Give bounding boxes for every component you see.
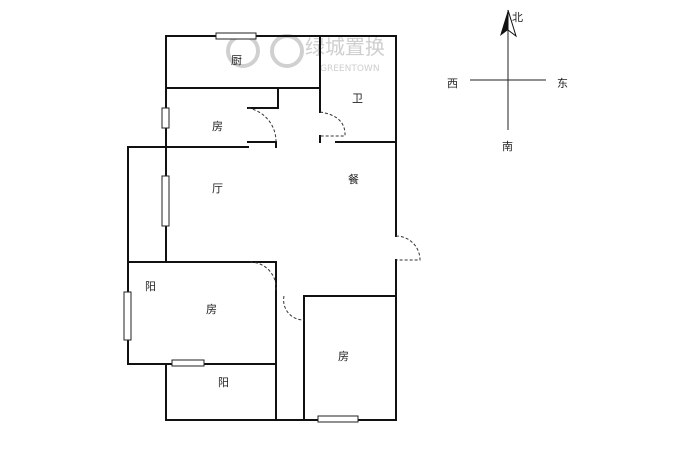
compass-east: 东 bbox=[557, 77, 568, 90]
window-kitchen bbox=[215, 32, 257, 40]
doors bbox=[247, 107, 421, 321]
room-label-bedroom-right: 房 bbox=[338, 350, 349, 363]
wall-bedroom-right-bottom bbox=[247, 141, 277, 148]
room-label-balcony-bottom: 阳 bbox=[218, 376, 229, 389]
door-bedroom-right bbox=[283, 295, 305, 321]
compass-south: 南 bbox=[502, 140, 513, 153]
north-arrow-icon bbox=[500, 10, 508, 36]
compass-north: 北 bbox=[512, 11, 523, 24]
windows bbox=[123, 32, 359, 423]
compass: 北 南 东 西 bbox=[447, 9, 568, 153]
watermark-brand-cn: 绿城置换 bbox=[305, 35, 385, 59]
room-labels: 厨 房 卫 厅 餐 阳 房 阳 房 bbox=[145, 54, 363, 389]
wall-right-bedroom-outer bbox=[275, 295, 397, 421]
door-bedroom-top bbox=[247, 107, 277, 143]
window-living bbox=[161, 175, 170, 227]
window-bedroom-right bbox=[317, 415, 359, 423]
watermark-logo-ring-right bbox=[270, 34, 304, 68]
room-label-dining: 餐 bbox=[348, 172, 359, 186]
wall-dining-bottom bbox=[303, 259, 397, 321]
wall-bedroom-right-top bbox=[247, 87, 279, 109]
door-bedroom-mid bbox=[249, 261, 277, 291]
room-label-bathroom: 卫 bbox=[352, 92, 363, 105]
door-bathroom bbox=[319, 111, 346, 137]
window-bedroom-top bbox=[161, 107, 170, 129]
room-label-balcony-left: 阳 bbox=[145, 280, 156, 293]
compass-west: 西 bbox=[447, 77, 458, 90]
watermark: 绿城置换 GREENTOWN bbox=[226, 34, 385, 74]
window-balcony-bottom bbox=[171, 359, 205, 367]
room-label-living: 厅 bbox=[212, 182, 223, 195]
north-arrow-outline-icon bbox=[507, 9, 517, 38]
door-entrance bbox=[395, 235, 421, 261]
watermark-brand-en: GREENTOWN bbox=[320, 64, 380, 74]
wall-living-left bbox=[127, 146, 167, 263]
room-label-kitchen: 厨 bbox=[231, 54, 242, 67]
room-label-bedroom-mid: 房 bbox=[206, 303, 217, 316]
room-label-bedroom-top: 房 bbox=[212, 120, 223, 133]
window-balcony-left bbox=[123, 291, 132, 341]
